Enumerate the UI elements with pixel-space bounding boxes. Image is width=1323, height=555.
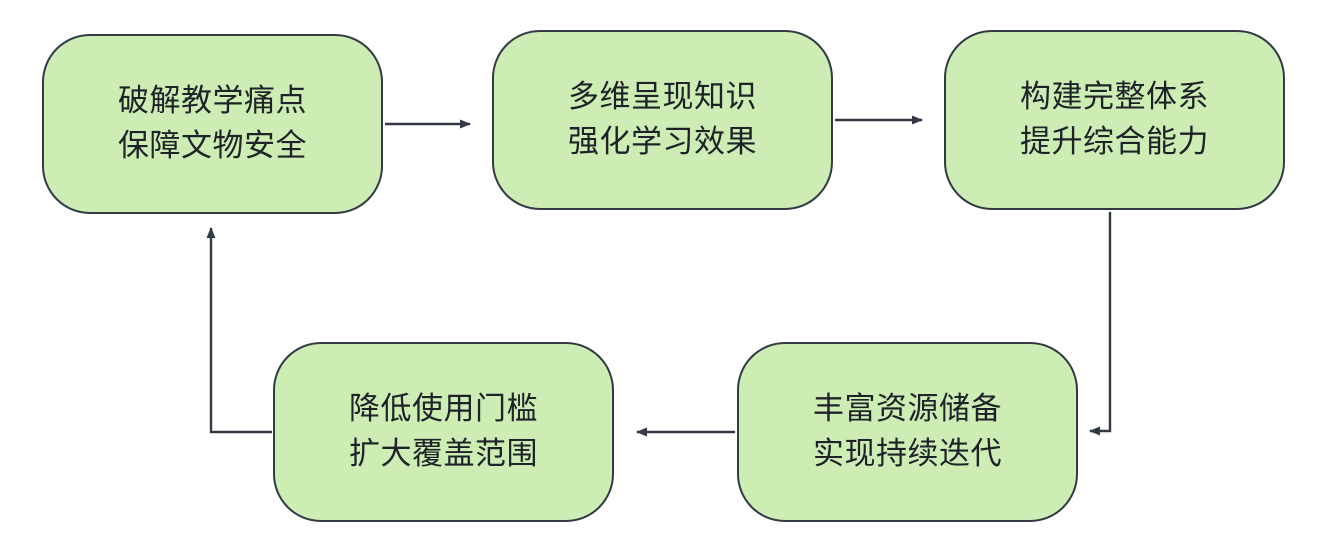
- node-complete-system-line-1: 构建完整体系: [1020, 79, 1209, 115]
- node-complete-system-line-2: 提升综合能力: [1020, 124, 1209, 159]
- node-knowledge-presentation-line-2: 强化学习效果: [568, 124, 757, 159]
- node-lower-threshold-line-2: 扩大覆盖范围: [349, 436, 538, 471]
- node-lower-threshold-line-1: 降低使用门槛: [349, 391, 538, 427]
- node-resource-reserve[interactable]: 丰富资源储备 实现持续迭代: [737, 342, 1078, 522]
- node-knowledge-presentation-line-1: 多维呈现知识: [568, 79, 757, 115]
- edge-n3-n4: [1089, 212, 1112, 436]
- node-complete-system[interactable]: 构建完整体系 提升综合能力: [944, 30, 1285, 210]
- node-resource-reserve-line-1: 丰富资源储备: [813, 391, 1002, 427]
- node-lower-threshold[interactable]: 降低使用门槛 扩大覆盖范围: [273, 342, 614, 522]
- node-resource-reserve-line-2: 实现持续迭代: [813, 436, 1002, 471]
- node-pain-points-line-1: 破解教学痛点: [118, 83, 307, 119]
- node-pain-points-line-2: 保障文物安全: [118, 128, 307, 163]
- edge-n5-n1: [206, 227, 272, 434]
- node-pain-points[interactable]: 破解教学痛点 保障文物安全: [42, 34, 383, 214]
- node-knowledge-presentation[interactable]: 多维呈现知识 强化学习效果: [492, 30, 833, 210]
